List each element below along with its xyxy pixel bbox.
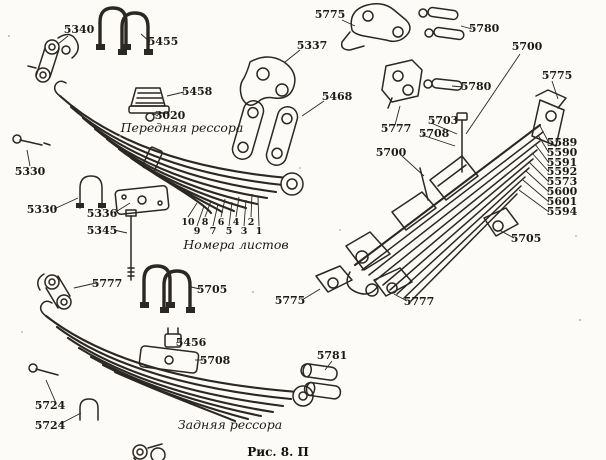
part-label-5780: 5780 [469,22,500,35]
part-label-5573: 5573 [547,175,578,188]
caption-leaf-numbers: Номера листов [182,237,288,252]
bracket-5775-top [340,3,411,51]
cutoff-part-bottom [132,443,166,460]
leaf-number-8: 8 [202,217,209,228]
part-label-5592: 5592 [547,165,578,178]
part-label-5780: 5780 [461,80,492,93]
washer-3020 [145,112,155,122]
part-label-5775: 5775 [315,8,346,21]
part-label-5703: 5703 [428,114,459,127]
bolt-5724 [28,363,59,376]
bushings-5781 [300,363,342,400]
rear-spring-assembly [315,89,567,302]
plate-5336 [114,184,170,216]
shackle-plates-5468 [231,100,299,166]
clip-5456 [164,327,182,348]
caption-figure: Рис. 8. П [247,445,309,459]
u-bolts-5455 [96,6,153,55]
bracket-5337 [239,56,296,106]
pins-5780-top [418,6,465,41]
part-label-3020: 3020 [155,109,186,122]
bracket-5777-mid [381,59,423,109]
bolt-5330 [12,134,51,146]
part-label-5777: 5777 [404,295,435,308]
part-label-5601: 5601 [547,195,578,208]
leaf-number-10: 10 [181,217,195,228]
part-label-5724: 5724 [35,419,66,432]
part-label-5458: 5458 [182,85,213,98]
part-label-5468: 5468 [322,90,353,103]
part-label-5455: 5455 [148,35,179,48]
part-label-5705: 5705 [511,232,542,245]
part-label-5336: 5336 [87,207,118,220]
shackle-5340 [27,33,79,83]
leaf-number-1: 1 [256,226,263,237]
leaf-number-7: 7 [210,226,217,237]
leaf-number-9: 9 [194,226,201,237]
part-label-5700: 5700 [512,40,543,53]
leaf-number-3: 3 [241,226,248,237]
leaf-number-2: 2 [248,217,255,228]
part-label-5777: 5777 [92,277,123,290]
part-label-5456: 5456 [176,336,207,349]
part-label-5340: 5340 [64,23,95,36]
part-label-5330: 5330 [27,203,58,216]
part-label-5777: 5777 [381,122,412,135]
part-label-5708: 5708 [419,127,450,140]
leaf-number-4: 4 [233,217,240,228]
part-label-5600: 5600 [547,185,578,198]
part-label-5591: 5591 [547,156,578,169]
rear-spring [39,300,314,423]
part-label-5589: 5589 [547,136,578,149]
leaf-number-5: 5 [226,226,233,237]
part-label-5775: 5775 [542,69,573,82]
part-label-5781: 5781 [317,349,348,362]
scan-noise [8,35,581,333]
part-label-5775: 5775 [275,294,306,307]
plate-5708 [138,345,200,374]
part-label-5590: 5590 [547,146,578,159]
part-label-5594: 5594 [547,205,578,218]
part-label-5700: 5700 [376,146,407,159]
part-label-5705: 5705 [197,283,228,296]
part-label-5708: 5708 [200,354,231,367]
front-spring [53,80,304,215]
clip-5330 [76,175,106,209]
center-bolt-5345 [125,209,137,281]
bumper-5458 [128,87,170,114]
u-bolts-5705 [140,264,195,313]
part-label-5724: 5724 [35,399,66,412]
part-labels: 5340 5455 5775 5780 5337 5700 5775 5458 5468 5780… [15,8,578,432]
leader-lines [26,19,559,425]
caption-front-spring: Передняя рессора [120,120,244,135]
shackle-5777-bottom [37,273,72,310]
caption-rear-spring: Задняя рессора [178,417,282,432]
clip-5724 [79,398,99,421]
part-label-5337: 5337 [297,39,328,52]
pin-5780-mid [423,78,463,91]
leaf-number-6: 6 [218,217,225,228]
part-label-5345: 5345 [87,224,118,237]
part-label-5330: 5330 [15,165,46,178]
